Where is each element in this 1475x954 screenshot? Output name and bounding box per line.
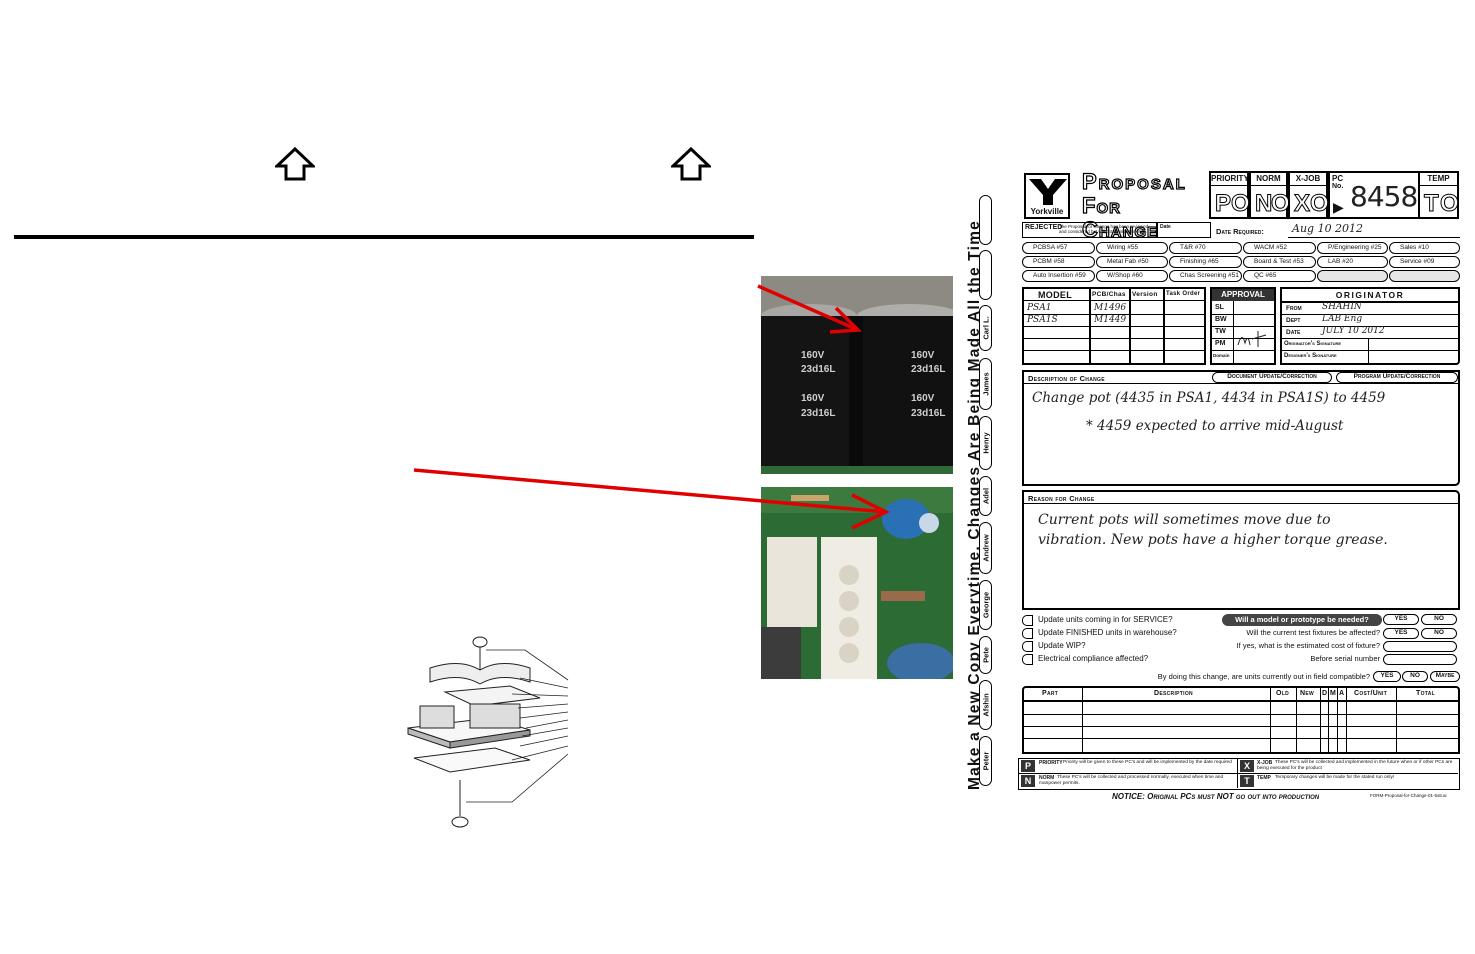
name-tab: Andrew <box>979 522 992 574</box>
form-code: FORM-Proposal-for-Change-01-5x8.ai <box>1370 793 1447 798</box>
approval-table: APPROVAL SL BW TW PM Domain <box>1210 287 1276 365</box>
description-line-2: * 4459 expected to arrive mid-August <box>1086 418 1344 434</box>
name-tab <box>979 195 992 245</box>
service-checkbox[interactable] <box>1022 615 1033 626</box>
temp-box: TEMP T O <box>1418 171 1459 219</box>
dept-pill[interactable]: QC #65 <box>1243 270 1316 282</box>
compliance-checkbox[interactable] <box>1022 654 1033 665</box>
svg-text:160V: 160V <box>911 393 935 404</box>
model-cell: PSA1S <box>1027 315 1058 325</box>
dept-pill[interactable]: WACM #52 <box>1243 242 1316 254</box>
svg-text:23d16L: 23d16L <box>911 408 945 419</box>
fixtures-no[interactable]: NO <box>1421 628 1457 639</box>
model-cell: PSA1 <box>1027 303 1052 313</box>
capacitors-photo: 160V 23d16L 160V 23d16L 160V 23d16L 160V 23d… <box>761 276 953 474</box>
dept-value: LAB Eng <box>1322 314 1363 324</box>
dept-pill[interactable]: Finishing #65 <box>1169 256 1242 268</box>
up-arrow-icon <box>275 146 315 181</box>
pcb-cell: M1496 <box>1094 303 1127 313</box>
dept-pill[interactable]: Wiring #55 <box>1096 242 1168 254</box>
name-tab: Carl L. <box>979 305 992 351</box>
name-tab: Peter <box>979 736 992 786</box>
orig-date-value: JULY 10 2012 <box>1322 326 1385 336</box>
compat-no[interactable]: NO <box>1402 671 1428 682</box>
dept-pill[interactable]: PCBSA #57 <box>1022 242 1095 254</box>
reason-line-1: Current pots will sometimes move due to <box>1038 512 1331 528</box>
pointer-arrows <box>413 284 891 530</box>
pc-number: 8458 <box>1350 180 1418 213</box>
svg-text:23d16L: 23d16L <box>801 408 835 419</box>
dept-pill[interactable]: PCBM #58 <box>1022 256 1095 268</box>
circuit-board-photo <box>761 487 953 679</box>
approval-signature <box>1237 331 1267 347</box>
svg-text:23d16L: 23d16L <box>801 364 835 375</box>
model-yes[interactable]: YES <box>1383 614 1419 625</box>
rejected-date-box: Date <box>1157 222 1211 238</box>
dept-pill[interactable]: T&R #70 <box>1169 242 1242 254</box>
model-no[interactable]: NO <box>1421 614 1457 625</box>
yorkville-logo: Yorkville <box>1024 173 1070 219</box>
wip-checkbox[interactable] <box>1022 641 1033 652</box>
name-tab: George <box>979 580 992 630</box>
doc-update-tag[interactable]: Document Update/Correction <box>1212 372 1332 383</box>
notice-text: NOTICE: Original PCs must NOT go out int… <box>1112 792 1320 801</box>
dept-pill[interactable]: LAB #20 <box>1317 256 1388 268</box>
reason-section: Reason for Change Current pots will some… <box>1022 490 1460 610</box>
up-arrow-icon <box>671 146 711 181</box>
serial-number-field[interactable] <box>1383 654 1457 665</box>
date-required-value: Aug 10 2012 <box>1288 222 1460 238</box>
dept-pill[interactable] <box>1317 270 1388 282</box>
horizontal-rule <box>14 235 754 239</box>
dept-pill[interactable] <box>1389 270 1460 282</box>
dept-pill[interactable]: Sales #10 <box>1389 242 1460 254</box>
name-tab: Adel <box>979 476 992 516</box>
date-required-label: Date Required: <box>1216 227 1264 236</box>
model-question: Will a model or prototype be needed? <box>1222 614 1382 626</box>
svg-text:160V: 160V <box>911 350 935 361</box>
priority-box: PRIORITY P O <box>1209 171 1250 219</box>
from-value: SHAHIN <box>1322 302 1362 312</box>
pcb-cell: M1449 <box>1094 315 1127 325</box>
dept-pill[interactable]: Auto Insertion #59 <box>1022 270 1095 282</box>
dept-pill[interactable]: W/Shop #60 <box>1096 270 1168 282</box>
dept-pill[interactable]: Board & Test #53 <box>1243 256 1316 268</box>
rejected-box: REJECTED The Proposal for Change has bee… <box>1022 222 1157 238</box>
exploded-assembly-drawing <box>407 636 569 828</box>
dept-pill[interactable]: P/Engineering #25 <box>1317 242 1388 254</box>
parts-table: Part Description Old New D M A Cost/Unit… <box>1022 686 1460 754</box>
finished-checkbox[interactable] <box>1022 628 1033 639</box>
svg-text:160V: 160V <box>801 350 825 361</box>
fixture-cost-field[interactable] <box>1383 641 1457 652</box>
reason-line-2: vibration. New pots have a higher torque… <box>1038 532 1388 548</box>
name-tab: Afshin <box>979 680 992 730</box>
norm-box: NORM N O <box>1249 171 1290 219</box>
name-tab: James <box>979 358 992 410</box>
legend-box: P PRIORITY Priority will be given to the… <box>1018 758 1460 790</box>
dept-pill[interactable]: Metal Fab #50 <box>1096 256 1168 268</box>
compat-yes[interactable]: YES <box>1373 671 1401 682</box>
fixtures-yes[interactable]: YES <box>1383 628 1419 639</box>
name-tab: Henry <box>979 416 992 470</box>
xjob-box: X-JOB X O <box>1288 171 1329 219</box>
proposal-for-change-form: Make a New Copy Everytime. Changes Are B… <box>958 162 1462 812</box>
model-table: MODEL PCB/Chas Version Task Order PSA1 M… <box>1022 287 1206 365</box>
pc-number-box: PC No. ▶ 8458 <box>1328 171 1420 219</box>
compat-maybe[interactable]: Maybe <box>1430 671 1460 682</box>
program-update-tag[interactable]: Program Update/Correction <box>1336 372 1458 383</box>
svg-text:160V: 160V <box>801 393 825 404</box>
description-section: Description of Change Document Update/Co… <box>1022 370 1460 486</box>
dept-pill[interactable]: Service #09 <box>1389 256 1460 268</box>
svg-text:23d16L: 23d16L <box>911 364 945 375</box>
brand-name: Yorkville <box>1030 207 1064 216</box>
originator-table: ORIGINATOR From SHAHIN Dept LAB Eng Date… <box>1280 287 1460 365</box>
name-tab <box>979 250 992 300</box>
description-line-1: Change pot (4435 in PSA1, 4434 in PSA1S)… <box>1032 390 1386 406</box>
name-tab: Pete <box>979 636 992 674</box>
dept-pill[interactable]: Chas Screening #51 <box>1169 270 1242 282</box>
